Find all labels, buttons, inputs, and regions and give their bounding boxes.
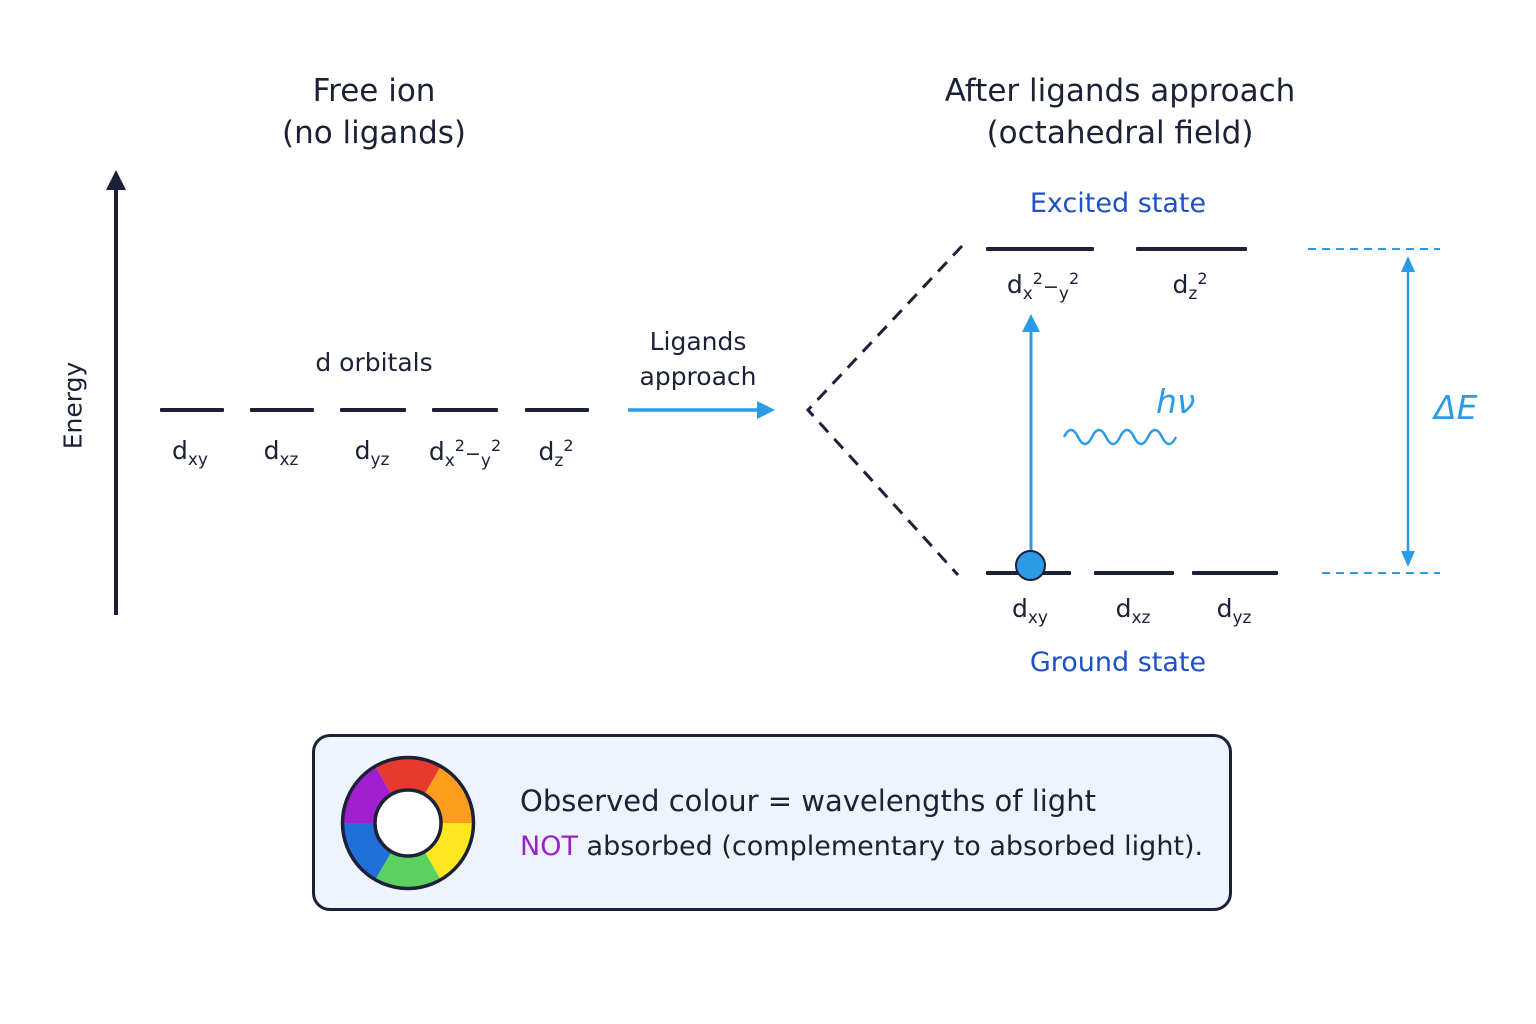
energy-axis-arrowhead <box>106 170 126 190</box>
ground-orbital-label-dxz: dxz <box>1115 594 1151 628</box>
photon-label: hν <box>1156 382 1196 421</box>
legend-line2-rest: absorbed (complementary to absorbed ligh… <box>577 831 1204 862</box>
octahedral-title-line2: (octahedral field) <box>986 115 1254 151</box>
splitting-dashed-lines <box>805 244 964 577</box>
electron-dot <box>1015 550 1046 581</box>
excitation-arrow-head <box>1022 314 1040 332</box>
legend-not-word: NOT <box>520 831 578 862</box>
delta-e-arrow-top <box>1401 256 1415 272</box>
free-level-dxz <box>250 408 314 412</box>
free-level-dx2y2 <box>432 408 498 412</box>
photon-wave <box>1062 428 1178 446</box>
ligands-approach-line1: Ligands <box>649 327 747 356</box>
delta-e-arrow-bottom <box>1401 551 1415 567</box>
ground-orbital-label-dyz: dyz <box>1216 594 1252 628</box>
ligands-approach-label: Ligands approach <box>618 324 778 394</box>
excited-state-label: Excited state <box>1029 188 1207 219</box>
ligands-approach-line2: approach <box>639 362 757 391</box>
octahedral-title-line1: After ligands approach <box>944 73 1296 109</box>
ligands-arrow-head <box>757 401 775 419</box>
free-orbital-label-dz2: dz2 <box>538 436 574 471</box>
legend-line2: NOT absorbed (complementary to absorbed … <box>520 831 1203 862</box>
legend-line1: Observed colour = wavelengths of light <box>520 784 1096 818</box>
octahedral-title: After ligands approach (octahedral field… <box>920 70 1320 154</box>
d-orbitals-caption: d orbitals <box>315 348 433 377</box>
free-orbital-label-dxz: dxz <box>263 436 299 470</box>
ground-orbital-label-dxy: dxy <box>1012 594 1048 628</box>
free-level-dxy <box>160 408 224 412</box>
free-ion-title: Free ion (no ligands) <box>224 70 524 154</box>
free-level-dyz <box>340 408 406 412</box>
delta-e-label: ΔE <box>1434 388 1478 427</box>
free-ion-title-line1: Free ion <box>312 73 436 109</box>
free-orbital-label-dyz: dyz <box>354 436 390 470</box>
free-orbital-label-dx2y2: dx2−y2 <box>428 436 502 471</box>
energy-axis-label: Energy <box>58 361 88 450</box>
free-ion-title-line2: (no ligands) <box>281 115 467 151</box>
colour-legend-box <box>312 734 1232 911</box>
excited-orbital-label-dx2y2: dx2−y2 <box>1006 269 1080 304</box>
free-level-dz2 <box>525 408 589 412</box>
free-orbital-label-dxy: dxy <box>172 436 208 470</box>
excited-orbital-label-dz2: dz2 <box>1172 269 1208 304</box>
ground-level-dxz <box>1094 571 1174 575</box>
excited-level-dx2y2 <box>986 247 1094 251</box>
ground-state-label: Ground state <box>1029 647 1207 678</box>
excited-level-dz2 <box>1136 247 1247 251</box>
ground-level-dyz <box>1192 571 1278 575</box>
